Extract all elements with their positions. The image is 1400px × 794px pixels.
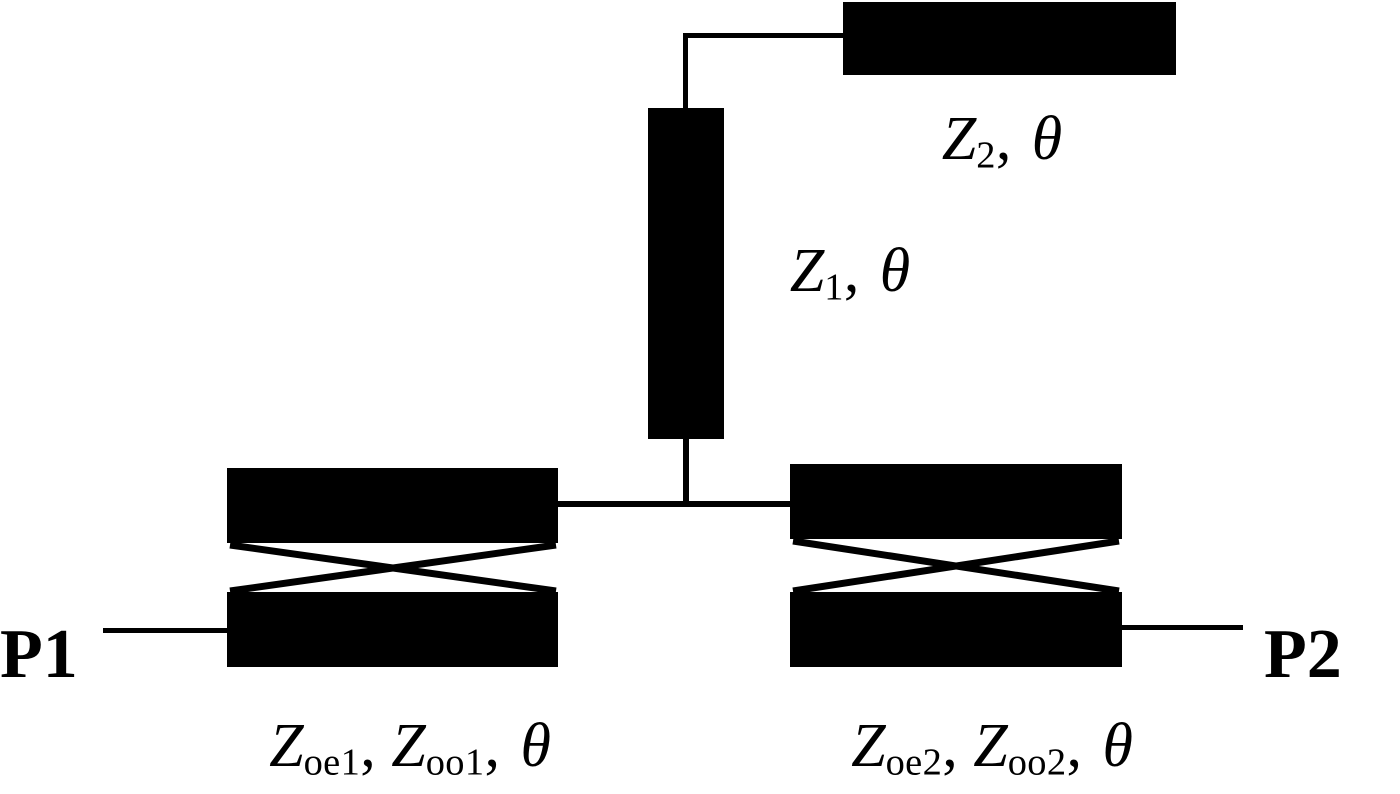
coupled-left-odd-symbol: Z	[391, 712, 426, 780]
stub-top-wire-horizontal	[686, 33, 844, 38]
coupled-right-label: Zoe2, Zoo2, θ	[851, 712, 1133, 782]
coupled-right-separator-2: ,	[1066, 712, 1098, 780]
coupled-right-bottom-bar	[790, 592, 1122, 667]
open-stub-bar	[843, 2, 1176, 75]
coupled-right-even-subscript: oe2	[885, 741, 943, 784]
coupled-right-separator-1: ,	[942, 712, 974, 780]
stub-top-wire-vertical	[683, 33, 688, 110]
coupled-right-odd-symbol: Z	[973, 712, 1008, 780]
coupled-left-even-symbol: Z	[269, 712, 304, 780]
open-stub-label: Z2, θ	[941, 105, 1063, 175]
port1-lead-wire	[103, 628, 230, 633]
port2-lead-wire	[1120, 625, 1243, 630]
series-stub-theta: θ	[879, 237, 911, 305]
series-stub-symbol: Z	[789, 237, 825, 305]
coupled-left-odd-subscript: oo1	[425, 741, 485, 784]
coupled-left-theta: θ	[520, 712, 551, 780]
series-stub-bar	[648, 108, 724, 439]
series-stub-separator: ,	[843, 237, 875, 305]
coupled-right-even-symbol: Z	[851, 712, 886, 780]
junction-wire-vertical	[683, 437, 689, 507]
coupled-left-crossover-lines	[229, 541, 557, 595]
coupled-left-top-bar	[227, 468, 558, 543]
open-stub-separator: ,	[995, 105, 1027, 173]
open-stub-subscript: 2	[976, 134, 996, 177]
open-stub-symbol: Z	[941, 105, 977, 173]
coupled-left-separator-2: ,	[484, 712, 516, 780]
port1-label: P1	[0, 616, 78, 693]
coupled-right-theta: θ	[1102, 712, 1133, 780]
coupled-left-separator-1: ,	[360, 712, 392, 780]
coupled-right-crossover-lines	[792, 537, 1120, 595]
open-stub-theta: θ	[1031, 105, 1063, 173]
series-stub-label: Z1, θ	[789, 237, 911, 307]
port2-label: P2	[1264, 616, 1342, 693]
coupled-right-odd-subscript: oo2	[1007, 741, 1067, 784]
junction-wire-horizontal	[556, 501, 792, 507]
coupled-left-label: Zoe1, Zoo1, θ	[269, 712, 551, 782]
coupled-right-top-bar	[790, 464, 1122, 539]
coupled-left-even-subscript: oe1	[303, 741, 361, 784]
coupled-left-bottom-bar	[227, 592, 558, 667]
series-stub-subscript: 1	[824, 266, 844, 309]
